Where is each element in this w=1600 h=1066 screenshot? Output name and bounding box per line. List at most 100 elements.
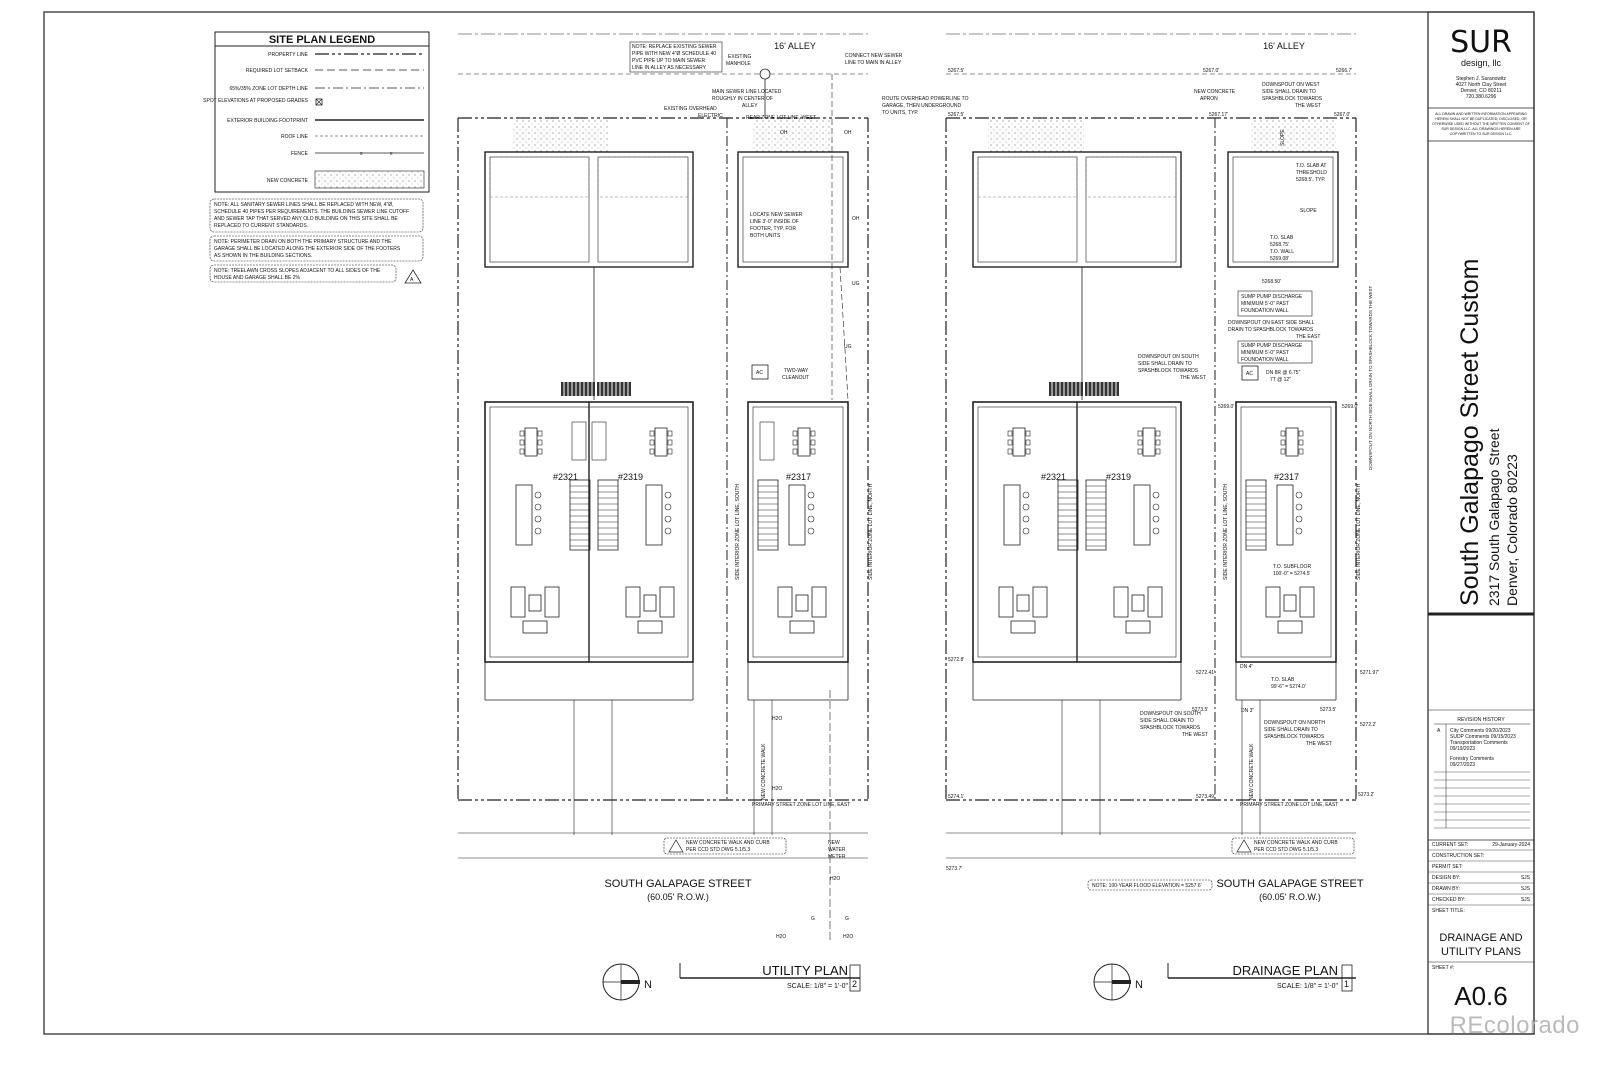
spot-elevation: 5273.49' — [1196, 794, 1215, 800]
drainage-plan: 16' ALLEY 5267.5' 5267.0' 5266.7' 5267.5… — [945, 33, 1379, 902]
note-line: THE WEST — [1295, 103, 1321, 109]
note-line: HOUSE AND GARAGE SHALL BE 2% — [214, 275, 301, 281]
overhead-label: OH — [780, 130, 788, 136]
note-line: LINE TO MAIN IN ALLEY — [845, 60, 902, 66]
watermark: REcolorado — [1449, 1012, 1580, 1039]
note-line: DOWNSPOUT ON EAST SIDE SHALL — [1228, 320, 1315, 326]
plan-title: DRAINAGE PLAN — [1233, 963, 1338, 978]
unit-label: #2319 — [618, 472, 643, 482]
legend-item: EXTERIOR BUILDING FOOTPRINT — [227, 118, 308, 124]
spot-elevation: 5272.8' — [948, 657, 964, 663]
design-by-value: SJS — [1521, 875, 1531, 881]
note-line: NOTE: REPLACE EXISTING SEWER — [632, 44, 717, 50]
street-row: (60.05' R.O.W.) — [647, 892, 709, 902]
garage-duplex — [484, 151, 694, 268]
spot-elevation: 5267.0' — [1203, 68, 1219, 74]
note-line: LOCATE NEW SEWER — [750, 212, 803, 218]
note-line: EXISTING OVERHEAD — [664, 106, 717, 112]
plan-number: 1 — [1344, 979, 1349, 989]
overhead-label: OH — [852, 216, 860, 222]
revision-entry: 09/19/2023 — [1450, 746, 1475, 752]
note-line: DOWNSPOUT ON WEST — [1262, 82, 1320, 88]
revision-entry: 09/27/2023 — [1450, 762, 1475, 768]
note-line: GARAGE, THEN UNDERGROUND — [882, 103, 961, 109]
note-line: SIDE SHALL DRAIN TO — [1264, 727, 1318, 733]
note-line: SPASHBLOCK TOWARDS — [1264, 734, 1325, 740]
note-line: SPASHBLOCK TOWARDS — [1140, 725, 1201, 731]
note-line: MINIMUM 5'-0" PAST — [1241, 350, 1289, 356]
lot-line-label: PRIMARY STREET ZONE LOT LINE, EAST — [752, 802, 850, 808]
plan-title: UTILITY PLAN — [762, 963, 848, 978]
note-line: MANHOLE — [726, 61, 751, 67]
note-line: T.O. WALL — [1270, 249, 1294, 255]
spot-elevation: 5269.0' — [1342, 404, 1358, 410]
legend-title: SITE PLAN LEGEND — [269, 34, 375, 46]
sheet-number: A0.6 — [1454, 981, 1508, 1011]
note-line: LINE IN ALLEY AS NECESSARY — [632, 65, 707, 71]
water-label: H2O — [772, 716, 782, 722]
note-line: PER CCD STD DWG 5.1/5.3 — [1254, 847, 1318, 853]
lot-line-label: SIDE INTERIOR ZONE LOT LINE, NORTH — [868, 483, 874, 580]
note-line: SUMP PUMP DISCHARGE — [1241, 343, 1303, 349]
lot-line-label: SIDE INTERIOR ZONE LOT LINE, SOUTH — [1223, 484, 1229, 580]
spot-elevation: 5268.50' — [1262, 279, 1281, 285]
walk-label: NEW CONCRETE WALK — [761, 743, 767, 800]
spot-elevation: 5273.7' — [946, 866, 962, 872]
plan-scale: SCALE: 1/8" = 1'-0" — [787, 983, 848, 990]
duplex-house-drainage: #2321 #2319 — [972, 381, 1182, 701]
note-line: SPASHBLOCK TOWARDS — [1138, 368, 1199, 374]
spot-elevation: 5273.5' — [1320, 707, 1336, 713]
note-line: SIDE SHALL DRAIN TO — [1138, 361, 1192, 367]
lot-line-label: SIDE INTERIOR ZONE LOT LINE, SOUTH — [735, 484, 741, 580]
spot-elevation: 5273.5' — [1192, 707, 1208, 713]
note-line: TO UNITS, TYP. — [882, 110, 918, 116]
note-line: ROUGHLY IN CENTER OF — [712, 96, 773, 102]
spot-elevation: 5267.5' — [948, 112, 964, 118]
revision-history-title: REVISION HISTORY — [1457, 717, 1505, 723]
note-line: NEW CONCRETE WALK AND CURB — [686, 840, 770, 846]
note-line: NEW — [828, 840, 840, 846]
legend-item: PROPERTY LINE — [268, 52, 308, 58]
note-line: 5268.5', TYP. — [1296, 177, 1325, 183]
spot-elevation: 5273.2' — [1358, 792, 1374, 798]
svg-text:A: A — [410, 277, 414, 283]
revision-triangle-icon — [404, 269, 422, 284]
note-line: APRON — [1200, 96, 1218, 102]
drawn-by-value: SJS — [1521, 886, 1531, 892]
note-line: WATER — [828, 847, 846, 853]
firm-contact: Stephen J. Suranowitz — [1456, 76, 1507, 82]
svg-text:x: x — [360, 151, 363, 157]
revision-entry: Transportation Comments — [1450, 740, 1508, 746]
note-line: NOTE: TREELAWN CROSS SLOPES ADJACENT TO … — [214, 268, 381, 274]
garage-2317 — [737, 151, 849, 268]
note-line: T.O. SLAB — [1270, 235, 1294, 241]
spot-elevation: 5266.7' — [1336, 68, 1352, 74]
disclaimer-line: COPYWRITTEN TO SUR DESIGN LLC. — [1450, 132, 1513, 136]
note-line: DOWNSPOUT ON NORTH — [1264, 720, 1325, 726]
sheet-title: DRAINAGE AND — [1439, 932, 1522, 944]
lot-line-label: REAR ZONE LOT LINE, WEST — [746, 115, 816, 121]
revision-entry: Forestry Comments — [1450, 756, 1494, 762]
note-line: PVC PIPE UP TO MAIN SEWER — [632, 58, 705, 64]
disclaimer-line: HEREIN SHALL NOT BE DUPLICATED, DISCLOSE… — [1435, 117, 1527, 121]
design-by-label: DESIGN BY: — [1432, 875, 1460, 881]
spot-elevation: 5269.0' — [1218, 404, 1234, 410]
note-line: 7T @ 12" — [1270, 377, 1291, 383]
house-2317-drainage: #2317 — [1235, 401, 1337, 701]
note-line: ALLEY — [742, 103, 758, 109]
street-row: (60.05' R.O.W.) — [1259, 892, 1321, 902]
note-line: EXISTING — [728, 54, 751, 60]
alley-label: 16' ALLEY — [1263, 41, 1305, 51]
note-line: DOWNSPOUT ON NORTH SIDE SHALL DRAIN TO S… — [1368, 285, 1373, 470]
note-line: SIDE SHALL DRAIN TO — [1140, 718, 1194, 724]
note-line: THE WEST — [1180, 375, 1206, 381]
note-line: FOOTER, TYP. FOR — [750, 226, 796, 232]
spot-elevation-icon — [315, 98, 323, 106]
water-label: H2O — [772, 786, 782, 792]
revision-entry: SUDP Comments 09/15/2023 — [1450, 734, 1516, 740]
note-line: REPLACED TO CURRENT STANDARDS. — [214, 223, 308, 229]
checked-by-label: CHECKED BY: — [1432, 897, 1466, 903]
project-address: 2317 South Galapago Street — [1486, 428, 1502, 606]
note-line: ELECTRIC — [698, 113, 723, 119]
